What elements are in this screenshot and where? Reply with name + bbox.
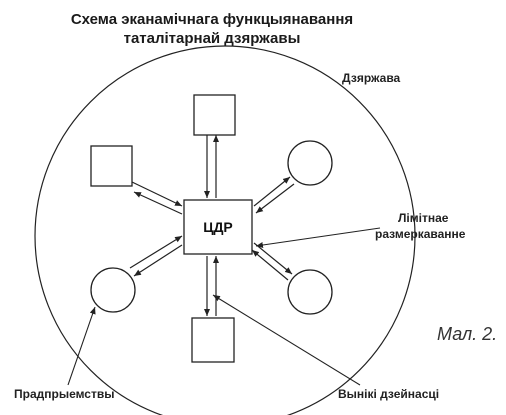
arrow-center-to-bottomleft — [133, 244, 183, 277]
central-planning-box — [183, 199, 253, 255]
figure-caption: Мал. 2. — [437, 324, 497, 344]
diagram-title-line-2: таталітарнай дзяржавы — [124, 30, 301, 47]
limited-distribution-label-line-1: Лімітнае — [398, 211, 449, 225]
state-label: Дзяржава — [342, 71, 401, 85]
arrow-bottomleft-to-center — [129, 235, 183, 269]
arrow-center-to-bottomright — [253, 242, 293, 275]
enterprise-box-bottom — [191, 317, 235, 363]
enterprises-label: Прадпрыемствы — [14, 387, 114, 401]
arrow-center-to-topright — [253, 176, 291, 207]
limited-distribution-label-line-2: размеркаванне — [375, 227, 466, 241]
results-label: Вынікі дзейнасці — [338, 387, 439, 401]
enterprise-circle-bottom-right — [287, 269, 333, 315]
diagram-title-line-1: Схема эканамічнага функцыянавання — [71, 11, 353, 28]
enterprise-box-top — [193, 94, 236, 136]
arrow-bottomright-to-center — [251, 249, 289, 281]
enterprise-circle-top-right — [287, 140, 333, 186]
arrow-center-to-topleft — [133, 191, 183, 215]
enterprises-pointer — [67, 306, 96, 386]
central-planning-label: ЦДР — [203, 219, 233, 235]
arrow-topleft-to-center — [131, 181, 183, 207]
enterprise-circle-bottom-left — [90, 267, 136, 313]
limited-distribution-pointer — [255, 227, 381, 248]
arrow-topright-to-center — [255, 183, 295, 214]
results-pointer — [212, 294, 361, 386]
enterprise-box-top-left — [90, 145, 133, 187]
